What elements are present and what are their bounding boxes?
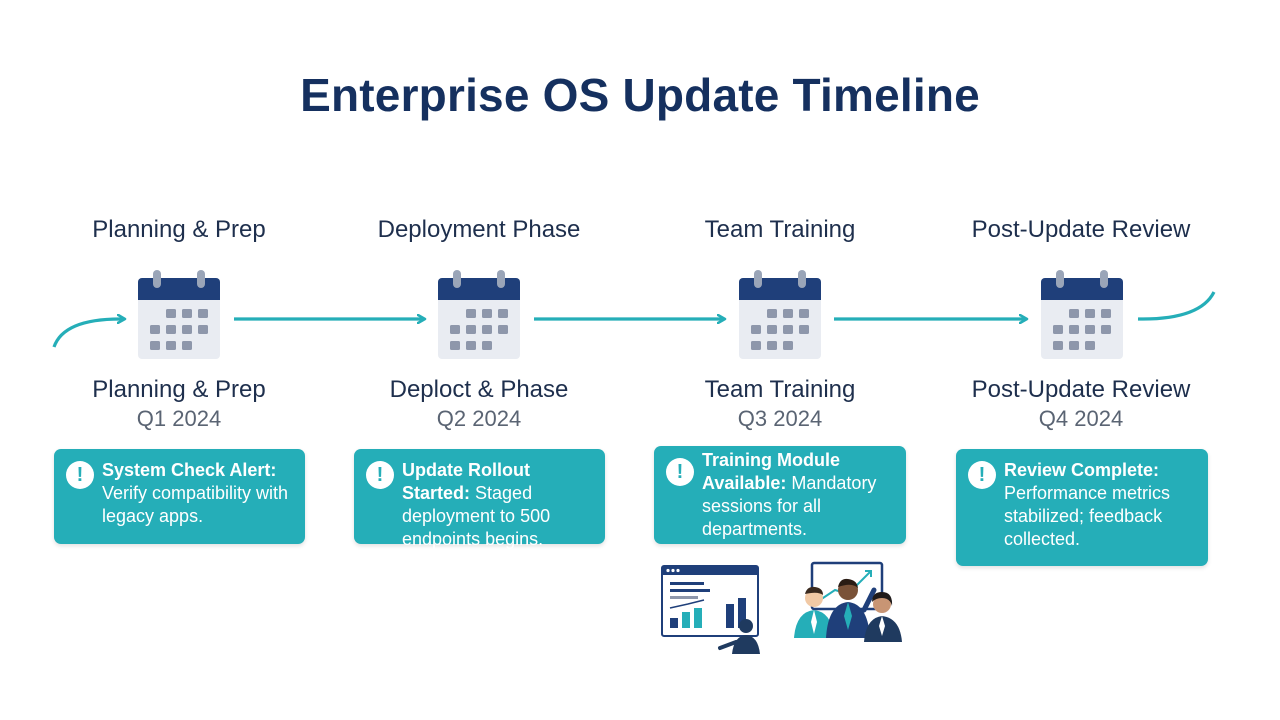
team-meeting-icon	[794, 561, 902, 642]
phase-name: Deploct & Phase	[389, 376, 569, 403]
calendar-icon	[138, 270, 220, 359]
card-body: Mandatory sessions for all departments.	[702, 473, 877, 539]
alert-icon: !	[666, 458, 694, 486]
status-card: ! Review Complete: Performance metrics s…	[956, 449, 1208, 566]
alert-icon: !	[366, 461, 394, 489]
card-title: Training Module Available:	[702, 450, 840, 493]
phase-top-label: Deployment Phase	[377, 216, 581, 243]
status-card: ! Training Module Available: Mandatory s…	[654, 446, 906, 544]
card-title: System Check Alert:	[102, 460, 277, 480]
calendar-icon	[438, 270, 520, 359]
phase-name: Team Training	[704, 376, 856, 403]
alert-icon: !	[968, 461, 996, 489]
alert-icon: !	[66, 461, 94, 489]
page-title: Enterprise OS Update Timeline	[300, 69, 980, 121]
status-card: ! System Check Alert: Verify compatibili…	[54, 449, 305, 544]
phase-top-label: Post-Update Review	[971, 216, 1191, 243]
phase-name: Post-Update Review	[971, 376, 1191, 403]
phase-name: Planning & Prep	[92, 376, 266, 403]
phase-quarter: Q2 2024	[436, 406, 522, 431]
dashboard-presentation-icon	[661, 565, 760, 654]
lead-out-line	[1137, 291, 1216, 321]
card-title: Update Rollout Started:	[402, 460, 530, 503]
phase-top-label: Planning & Prep	[92, 216, 266, 243]
calendar-icon	[739, 270, 821, 359]
phase-quarter: Q3 2024	[737, 406, 823, 431]
card-body: Verify compatibility with legacy apps.	[102, 483, 289, 526]
card-body: Performance metrics stabilized; feedback…	[1004, 483, 1171, 549]
lead-in-arrow	[52, 319, 124, 348]
card-body: Staged deployment to 500 endpoints begin…	[402, 483, 551, 549]
phase-quarter: Q4 2024	[1038, 406, 1124, 431]
phase-top-label: Team Training	[704, 216, 856, 243]
card-title: Review Complete:	[1004, 460, 1160, 480]
calendar-icon	[1041, 270, 1123, 359]
status-card: ! Update Rollout Started: Staged deploym…	[354, 449, 605, 549]
phase-quarter: Q1 2024	[136, 406, 222, 431]
